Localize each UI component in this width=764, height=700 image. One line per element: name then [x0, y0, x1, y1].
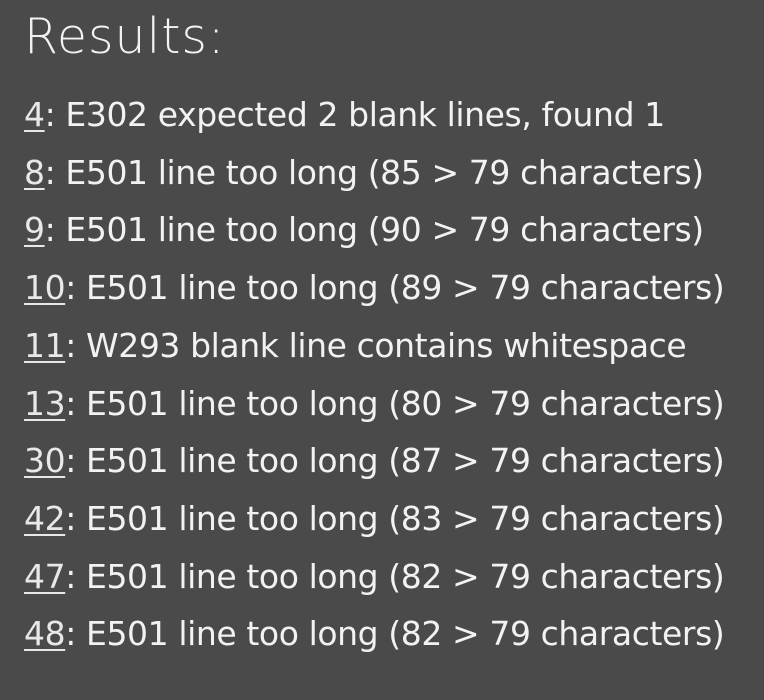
result-message: : W293 blank line contains whitespace [65, 325, 687, 365]
line-number-link[interactable]: 10 [24, 268, 66, 308]
result-message: : E501 line too long (82 > 79 characters… [65, 556, 725, 596]
results-list: 4: E302 expected 2 blank lines, found 1 … [24, 86, 764, 663]
result-row: 8: E501 line too long (85 > 79 character… [24, 144, 764, 202]
result-message: : E302 expected 2 blank lines, found 1 [44, 95, 666, 134]
line-number-link[interactable]: 47 [24, 556, 66, 596]
result-message: : E501 line too long (85 > 79 characters… [44, 152, 705, 192]
result-message: : E501 line too long (82 > 79 characters… [65, 614, 725, 654]
result-row: 48: E501 line too long (82 > 79 characte… [24, 605, 764, 663]
result-row: 13: E501 line too long (80 > 79 characte… [24, 375, 764, 433]
result-row: 42: E501 line too long (83 > 79 characte… [24, 490, 764, 548]
result-message: : E501 line too long (80 > 79 characters… [65, 383, 725, 423]
line-number-link[interactable]: 42 [24, 498, 66, 538]
result-message: : E501 line too long (87 > 79 characters… [65, 441, 725, 481]
result-message: : E501 line too long (90 > 79 characters… [44, 210, 705, 250]
line-number-link[interactable]: 11 [24, 325, 66, 365]
result-row: 30: E501 line too long (87 > 79 characte… [24, 432, 764, 490]
result-message: : E501 line too long (89 > 79 characters… [65, 268, 725, 308]
line-number-link[interactable]: 9 [24, 210, 45, 250]
results-title: Results: [24, 8, 226, 65]
result-row: 47: E501 line too long (82 > 79 characte… [24, 548, 764, 606]
result-row: 4: E302 expected 2 blank lines, found 1 [24, 86, 764, 144]
line-number-link[interactable]: 48 [24, 614, 66, 654]
line-number-link[interactable]: 30 [24, 441, 66, 481]
line-number-link[interactable]: 13 [24, 383, 66, 423]
result-row: 9: E501 line too long (90 > 79 character… [24, 201, 764, 259]
result-row: 11: W293 blank line contains whitespace [24, 317, 764, 375]
line-number-link[interactable]: 8 [24, 152, 45, 192]
result-message: : E501 line too long (83 > 79 characters… [65, 498, 725, 538]
result-row: 10: E501 line too long (89 > 79 characte… [24, 259, 764, 317]
line-number-link[interactable]: 4 [24, 95, 45, 134]
